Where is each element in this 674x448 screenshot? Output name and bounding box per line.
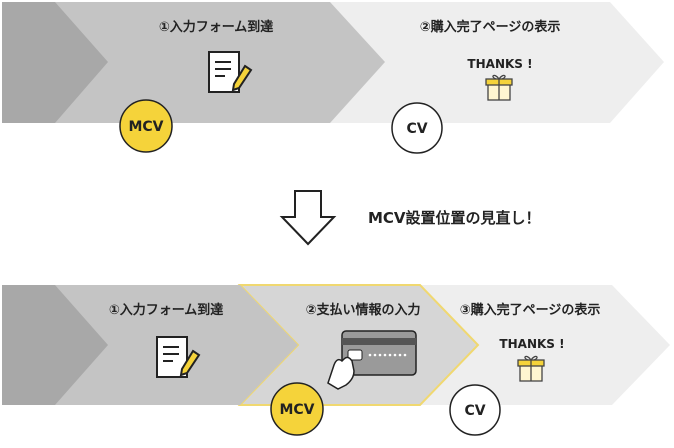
svg-text:MCV: MCV xyxy=(279,402,314,418)
bottom-flow: ①入力フォーム到達 ②支払い情報の入力 ③購入完了ページの表示 THANKS ! xyxy=(2,284,670,436)
bottom-mcv-badge: MCV xyxy=(270,382,324,436)
transition: MCV設置位置の見直し！ xyxy=(279,190,541,246)
svg-text:CV: CV xyxy=(464,403,485,419)
form-pencil-icon xyxy=(156,336,201,378)
gift-box-icon xyxy=(517,355,545,382)
top-mcv-badge: MCV xyxy=(119,99,173,153)
bottom-step1-label: ①入力フォーム到達 xyxy=(109,302,224,318)
transition-caption: MCV設置位置の見直し！ xyxy=(368,209,541,227)
top-step-light xyxy=(315,2,664,123)
bottom-step2-label: ②支払い情報の入力 xyxy=(305,302,420,318)
top-step1-label: ①入力フォーム到達 xyxy=(159,19,274,35)
bottom-step3-label: ③購入完了ページの表示 xyxy=(460,302,601,318)
top-cv-badge: CV xyxy=(391,102,443,154)
svg-text:CV: CV xyxy=(406,121,427,137)
top-step-dark xyxy=(2,2,108,123)
bottom-thanks-text: THANKS ! xyxy=(499,337,564,351)
credit-card-hand-icon xyxy=(327,330,417,390)
bottom-step-dark xyxy=(2,285,108,405)
svg-text:MCV: MCV xyxy=(128,119,163,135)
top-thanks-text: THANKS ! xyxy=(467,57,532,71)
bottom-step-light xyxy=(420,285,670,405)
form-pencil-icon xyxy=(208,51,253,93)
top-step2-label: ②購入完了ページの表示 xyxy=(420,19,561,35)
down-arrow-icon xyxy=(279,190,337,246)
gift-box-icon xyxy=(485,74,513,101)
top-flow: ①入力フォーム到達 ②購入完了ページの表示 THANKS ! MCV CV xyxy=(2,2,664,154)
bottom-cv-badge: CV xyxy=(449,384,501,436)
